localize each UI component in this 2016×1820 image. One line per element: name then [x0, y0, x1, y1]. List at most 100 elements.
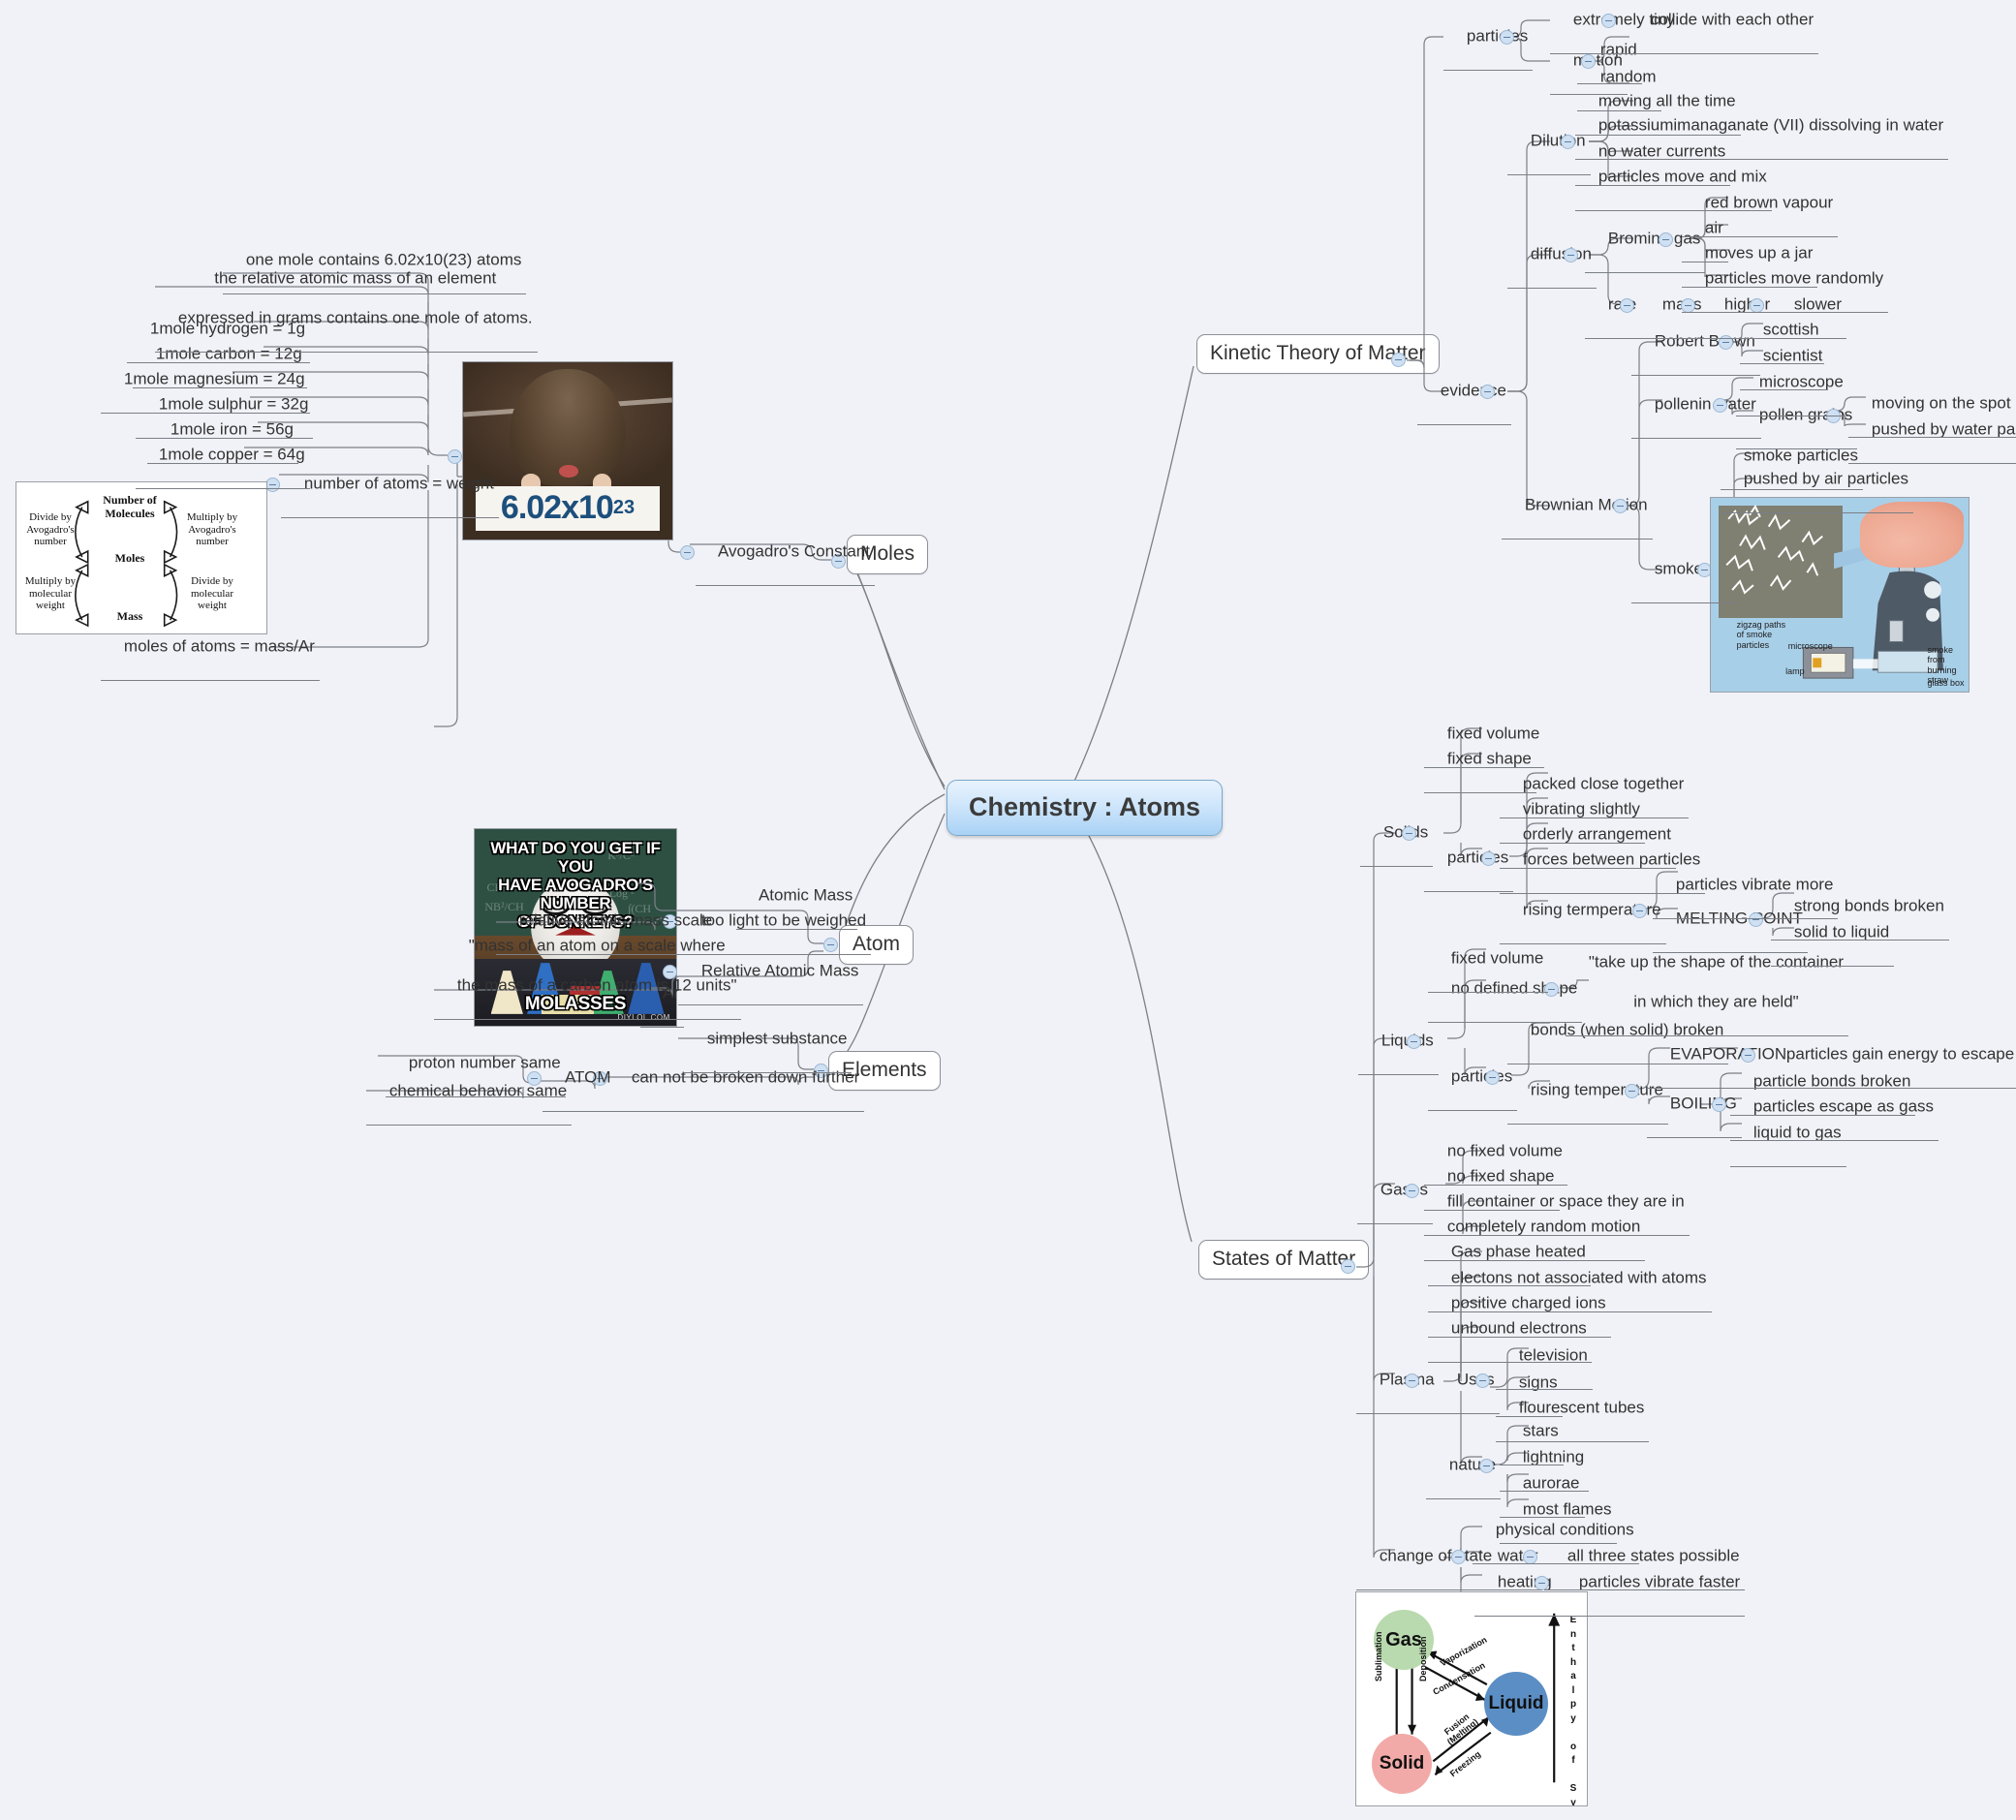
node-evidence[interactable]: evidence [1440, 381, 1506, 400]
collapse-icon-rate[interactable] [1620, 298, 1634, 313]
node-plasma-use-0[interactable]: television [1518, 1345, 1588, 1365]
branch-atom[interactable]: Atom [839, 925, 915, 965]
node-mass-copper[interactable]: 1mole copper = 64g [158, 445, 305, 464]
branch-moles[interactable]: Moles [847, 535, 929, 574]
node-brownian-motion[interactable]: Brownian Motion [1524, 495, 1648, 514]
node-bromine-item-2[interactable]: moves up a jar [1704, 243, 1814, 262]
node-mass-sulphur[interactable]: 1mole sulphur = 32g [158, 394, 309, 414]
collapse-icon-cannot-broken[interactable] [593, 1071, 607, 1086]
node-change-of-state[interactable]: change of state [1379, 1546, 1493, 1565]
node-extremely-tiny[interactable]: extremely tiny [1572, 10, 1675, 29]
node-dilution-item-3[interactable]: particles move and mix [1597, 167, 1767, 186]
collapse-icon-avogadro[interactable] [680, 545, 695, 560]
node-strong-bonds-broken[interactable]: strong bonds broken [1793, 896, 1944, 915]
node-plasma-nature-2[interactable]: aurorae [1522, 1473, 1580, 1493]
node-plasma-item-3[interactable]: unbound electrons [1450, 1318, 1587, 1338]
collapse-icon-solids-rising[interactable] [1632, 904, 1647, 918]
collapse-icon-plasma-nature[interactable] [1479, 1459, 1494, 1473]
node-cannot-be-broken[interactable]: can not be broken down further [631, 1067, 860, 1087]
node-microscope[interactable]: microscope [1758, 372, 1844, 391]
collapse-icon-robert-brown[interactable] [1719, 335, 1733, 350]
node-liquids-particles[interactable]: particles [1450, 1066, 1513, 1086]
collapse-icon-liquids[interactable] [1407, 1034, 1421, 1049]
node-liquid-to-gas[interactable]: liquid to gas [1752, 1123, 1842, 1142]
collapse-icon-states[interactable] [1341, 1259, 1355, 1274]
node-pushed-by-air[interactable]: pushed by air particles [1743, 469, 1908, 488]
collapse-icon-liquids-particles[interactable] [1485, 1070, 1500, 1085]
collapse-icon-boiling[interactable] [1712, 1097, 1726, 1112]
node-plasma-nature-3[interactable]: most flames [1522, 1499, 1612, 1519]
collapse-icon-moles[interactable] [831, 554, 846, 569]
node-too-light[interactable]: too light to be weighed [700, 910, 867, 930]
node-collide[interactable]: collide with each other [1650, 10, 1814, 29]
collapse-icon-mole-photo[interactable] [448, 449, 462, 464]
collapse-icon-solids-particles[interactable] [1481, 851, 1496, 866]
node-solids[interactable]: Solids [1360, 799, 1433, 866]
node-proton-number-same[interactable]: proton number same [408, 1053, 561, 1072]
collapse-icon-relative-atomic-mass[interactable] [663, 965, 677, 979]
node-plasma-item-2[interactable]: positive charged ions [1450, 1293, 1606, 1312]
node-plasma-item-0[interactable]: Gas phase heated [1450, 1242, 1586, 1261]
node-random[interactable]: random [1599, 67, 1657, 86]
node-bromine-gas[interactable]: Bromine gas [1607, 229, 1701, 248]
collapse-icon-elements-branch[interactable] [814, 1064, 828, 1078]
node-number-of-atoms[interactable]: number of atoms = weight [303, 474, 494, 493]
collapse-icon-plasma-uses[interactable] [1475, 1373, 1490, 1388]
collapse-icon-plasma[interactable] [1405, 1373, 1419, 1388]
node-take-up-shape[interactable]: "take up the shape of the container in w… [1588, 952, 1845, 1011]
node-relative-atomic-mass[interactable]: Relative Atomic Mass [700, 961, 859, 980]
collapse-icon-diffusion[interactable] [1564, 248, 1578, 262]
node-liquids[interactable]: Liquids [1358, 1007, 1439, 1074]
collapse-icon-liquids-rising[interactable] [1625, 1084, 1639, 1098]
collapse-icon-too-light[interactable] [663, 914, 677, 929]
node-bromine-item-1[interactable]: air [1704, 218, 1723, 237]
node-simplest-substance[interactable]: simplest substance [706, 1029, 848, 1048]
node-solids-particle-3[interactable]: forces between particles [1522, 849, 1701, 869]
node-solids-fixed-volume[interactable]: fixed volume [1446, 724, 1540, 743]
node-mass-magnesium[interactable]: 1mole magnesium = 24g [123, 369, 305, 388]
node-gain-energy-escape[interactable]: particles gain energy to escape as gas [1785, 1044, 2015, 1064]
node-atomic-mass[interactable]: Atomic Mass [758, 885, 853, 905]
node-particles-vibrate-faster[interactable]: particles vibrate faster [1578, 1572, 1741, 1591]
collapse-icon-element-atom[interactable] [527, 1071, 542, 1086]
collapse-icon-bromine[interactable] [1659, 232, 1673, 247]
node-solids-fixed-shape[interactable]: fixed shape [1446, 749, 1532, 768]
node-gases-item-0[interactable]: no fixed volume [1446, 1141, 1563, 1160]
node-gases-item-1[interactable]: no fixed shape [1446, 1166, 1555, 1186]
collapse-icon-gases[interactable] [1405, 1184, 1419, 1198]
node-scientist[interactable]: scientist [1762, 346, 1823, 365]
collapse-icon-no-defined-shape[interactable] [1544, 982, 1559, 997]
node-physical-conditions[interactable]: physical conditions [1495, 1520, 1634, 1539]
node-bromine-item-0[interactable]: red brown vapour [1704, 193, 1834, 212]
node-mass-hydrogen[interactable]: 1mole hydrogen = 1g [149, 319, 306, 338]
collapse-icon-atom-branch[interactable] [823, 938, 838, 952]
collapse-icon-evaporation[interactable] [1741, 1048, 1755, 1063]
node-solids-particle-0[interactable]: packed close together [1522, 774, 1685, 793]
node-mass-iron[interactable]: 1mole iron = 56g [170, 419, 295, 439]
collapse-icon-particles[interactable] [1500, 30, 1514, 45]
collapse-icon-extremely-tiny[interactable] [1601, 14, 1616, 28]
collapse-icon-kinetic[interactable] [1391, 353, 1406, 367]
node-scottish[interactable]: scottish [1762, 320, 1819, 339]
node-plasma-use-2[interactable]: flourescent tubes [1518, 1398, 1645, 1417]
node-liquids-fixed-volume[interactable]: fixed volume [1450, 948, 1544, 968]
node-atom-quote[interactable]: "mass of an atom on a scale where the ma… [456, 936, 737, 995]
node-ar[interactable]: Ar [662, 983, 679, 1003]
node-chemical-behavior-same[interactable]: chemical behavior same [388, 1081, 568, 1100]
node-relative-atomic-mass-scale[interactable]: relative atomic mass scale [518, 910, 713, 930]
collapse-icon-change-of-state[interactable] [1451, 1550, 1466, 1564]
node-gases-item-2[interactable]: fill container or space they are in [1446, 1191, 1685, 1211]
node-pushed-by-water[interactable]: pushed by water particles [1871, 419, 2016, 439]
node-bromine-item-3[interactable]: particles move randomly [1704, 268, 1884, 288]
node-dilution-item-2[interactable]: no water currents [1597, 141, 1726, 161]
collapse-icon-number-of-atoms[interactable] [265, 478, 280, 492]
collapse-icon-motion[interactable] [1581, 54, 1596, 69]
node-moles-of-atoms[interactable]: moles of atoms = mass/Ar [123, 636, 315, 656]
node-one-mole-contains[interactable]: one mole contains 6.02x10(23) atoms [245, 250, 522, 269]
collapse-icon-evidence[interactable] [1480, 385, 1495, 399]
node-evaporation[interactable]: EVAPORATION [1669, 1044, 1787, 1064]
node-all-three-states[interactable]: all three states possible [1566, 1546, 1740, 1565]
node-solids-particle-1[interactable]: vibrating slightly [1522, 799, 1640, 818]
collapse-icon-brownian[interactable] [1613, 499, 1628, 513]
node-mass-carbon[interactable]: 1mole carbon = 12g [155, 344, 302, 363]
